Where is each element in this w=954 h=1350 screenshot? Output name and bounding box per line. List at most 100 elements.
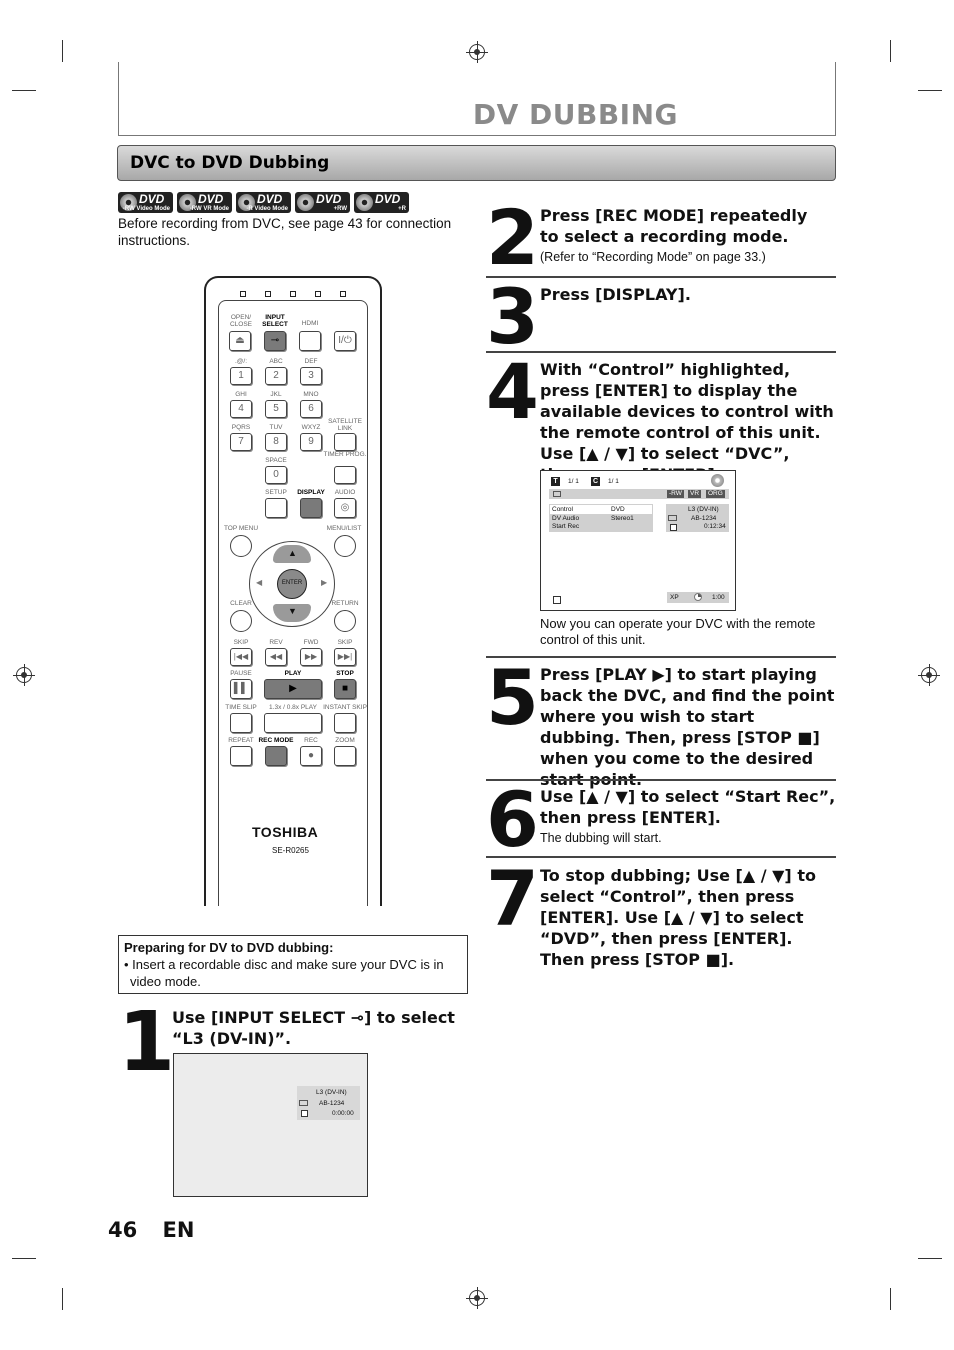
registration-mark-icon bbox=[13, 664, 35, 686]
screen-1-source: AB-1234 bbox=[319, 1100, 345, 1107]
audio-label: AUDIO bbox=[334, 489, 356, 496]
menu-control-value[interactable]: DVD bbox=[611, 506, 625, 513]
digit-3-button[interactable]: 3 bbox=[300, 367, 322, 385]
clear-label: CLEAR bbox=[230, 600, 252, 607]
badge-rw: -RW bbox=[667, 490, 684, 498]
space-label: SPACE bbox=[265, 457, 287, 464]
control-menu-highlight bbox=[550, 505, 652, 514]
clear-button[interactable] bbox=[230, 610, 252, 632]
input-select-button[interactable]: ⊸ bbox=[264, 331, 286, 351]
timer-prog-button[interactable] bbox=[334, 466, 356, 484]
skip-back-label: SKIP bbox=[233, 639, 249, 646]
display-button[interactable] bbox=[300, 498, 322, 518]
digit-6-button[interactable]: 6 bbox=[300, 400, 322, 418]
step-4-note: Now you can operate your DVC with the re… bbox=[540, 616, 816, 647]
digit-5-button[interactable]: 5 bbox=[265, 400, 287, 418]
section-heading-bar: DVC to DVD Dubbing bbox=[117, 145, 836, 181]
menu-dv-audio-value[interactable]: Stereo1 bbox=[611, 515, 634, 522]
rec-button[interactable]: ● bbox=[300, 746, 322, 766]
menu-dv-audio-label[interactable]: DV Audio bbox=[552, 515, 580, 522]
down-arrow-button[interactable] bbox=[273, 604, 311, 622]
remote-control-illustration bbox=[204, 276, 382, 906]
right-arrow-button[interactable]: ▶ bbox=[321, 578, 328, 587]
crop-mark bbox=[62, 1288, 63, 1310]
screen-2-remaining-time: 1:00 bbox=[712, 594, 725, 601]
key-4-label: GHI bbox=[235, 391, 247, 398]
step-4-number: 4 bbox=[486, 347, 539, 436]
play-speed-button[interactable] bbox=[264, 713, 322, 733]
registration-mark-icon bbox=[918, 664, 940, 686]
hdmi-button[interactable] bbox=[299, 331, 321, 351]
step-divider bbox=[486, 856, 836, 858]
instant-skip-label: INSTANT SKIP bbox=[323, 704, 367, 711]
disc-icon bbox=[711, 474, 724, 487]
header-frame bbox=[118, 62, 836, 136]
digit-1-button[interactable]: 1 bbox=[230, 367, 252, 385]
fwd-label: FWD bbox=[303, 639, 319, 646]
step-1-number: 1 bbox=[118, 995, 175, 1090]
time-slip-button[interactable] bbox=[230, 713, 252, 733]
play-button[interactable]: ▶ bbox=[264, 679, 322, 699]
remote-brand-logo: TOSHIBA bbox=[252, 824, 319, 840]
repeat-button[interactable] bbox=[230, 746, 252, 766]
menu-list-button[interactable] bbox=[334, 535, 356, 557]
digit-0-button[interactable]: 0 bbox=[265, 466, 287, 484]
up-arrow-icon: ▲ bbox=[288, 548, 297, 558]
top-menu-label: TOP MENU bbox=[223, 525, 259, 532]
fwd-button[interactable]: ▶▶ bbox=[300, 648, 322, 666]
rec-mode-button[interactable] bbox=[265, 746, 287, 766]
rev-button[interactable]: ◀◀ bbox=[265, 648, 287, 666]
setup-button[interactable] bbox=[265, 498, 287, 518]
open-close-button[interactable]: ⏏ bbox=[229, 331, 251, 351]
step-5-number: 5 bbox=[486, 653, 539, 742]
pause-button[interactable]: ▌▌ bbox=[230, 679, 252, 699]
key-9-label: WXYZ bbox=[301, 424, 321, 431]
stop-button[interactable]: ■ bbox=[334, 679, 356, 699]
skip-fwd-label: SKIP bbox=[337, 639, 353, 646]
screen-1-input: L3 (DV-IN) bbox=[316, 1089, 347, 1096]
skip-fwd-button[interactable]: ▶▶| bbox=[334, 648, 356, 666]
audio-button[interactable]: ◎ bbox=[334, 498, 356, 518]
instant-skip-button[interactable] bbox=[334, 713, 356, 733]
step-divider bbox=[486, 656, 836, 658]
menu-control-label[interactable]: Control bbox=[552, 506, 573, 513]
return-button[interactable] bbox=[334, 610, 356, 632]
language-code: EN bbox=[162, 1218, 195, 1242]
remote-model: SE-R0265 bbox=[272, 846, 309, 855]
digit-7-button[interactable]: 7 bbox=[230, 433, 252, 451]
dvd-plus-rw-icon: DVD+RW bbox=[295, 192, 350, 213]
rec-mode-label: REC MODE bbox=[258, 737, 294, 744]
chapter-icon: C bbox=[591, 477, 600, 486]
crop-mark bbox=[12, 90, 36, 91]
menu-start-rec-label[interactable]: Start Rec bbox=[552, 523, 580, 530]
left-arrow-button[interactable]: ◀ bbox=[256, 578, 263, 587]
digit-8-button[interactable]: 8 bbox=[265, 433, 287, 451]
setup-label: SETUP bbox=[265, 489, 287, 496]
dvd-rw-video-icon: DVD-RW Video Mode bbox=[118, 192, 173, 213]
up-arrow-button[interactable] bbox=[273, 545, 311, 563]
stop-label: STOP bbox=[336, 670, 354, 677]
top-menu-button[interactable] bbox=[230, 535, 252, 557]
digit-4-button[interactable]: 4 bbox=[230, 400, 252, 418]
dvd-plus-r-icon: DVD+R bbox=[354, 192, 409, 213]
satellite-link-button[interactable] bbox=[334, 433, 356, 451]
led-indicator bbox=[315, 291, 321, 297]
key-5-label: JKL bbox=[270, 391, 282, 398]
stop-status-icon bbox=[553, 596, 561, 604]
preparation-note: Preparing for DV to DVD dubbing: • Inser… bbox=[118, 935, 468, 994]
step-6-number: 6 bbox=[486, 775, 539, 864]
step-divider bbox=[486, 351, 836, 353]
enter-button[interactable]: ENTER bbox=[277, 569, 307, 599]
dvd-rw-vr-icon: DVD-RW VR Mode bbox=[177, 192, 232, 213]
digit-2-button[interactable]: 2 bbox=[265, 367, 287, 385]
zoom-button[interactable] bbox=[334, 746, 356, 766]
intro-text: Before recording from DVC, see page 43 f… bbox=[118, 216, 452, 248]
screen-2-time: 0:12:34 bbox=[704, 523, 726, 530]
screen-2-input: L3 (DV-IN) bbox=[688, 506, 719, 513]
key-6-label: MNO bbox=[303, 391, 319, 398]
key-1-label: .@/: bbox=[234, 358, 248, 365]
skip-back-button[interactable]: |◀◀ bbox=[230, 648, 252, 666]
digit-9-button[interactable]: 9 bbox=[300, 433, 322, 451]
power-button[interactable]: I/⏻ bbox=[334, 331, 356, 351]
led-indicator bbox=[240, 291, 246, 297]
